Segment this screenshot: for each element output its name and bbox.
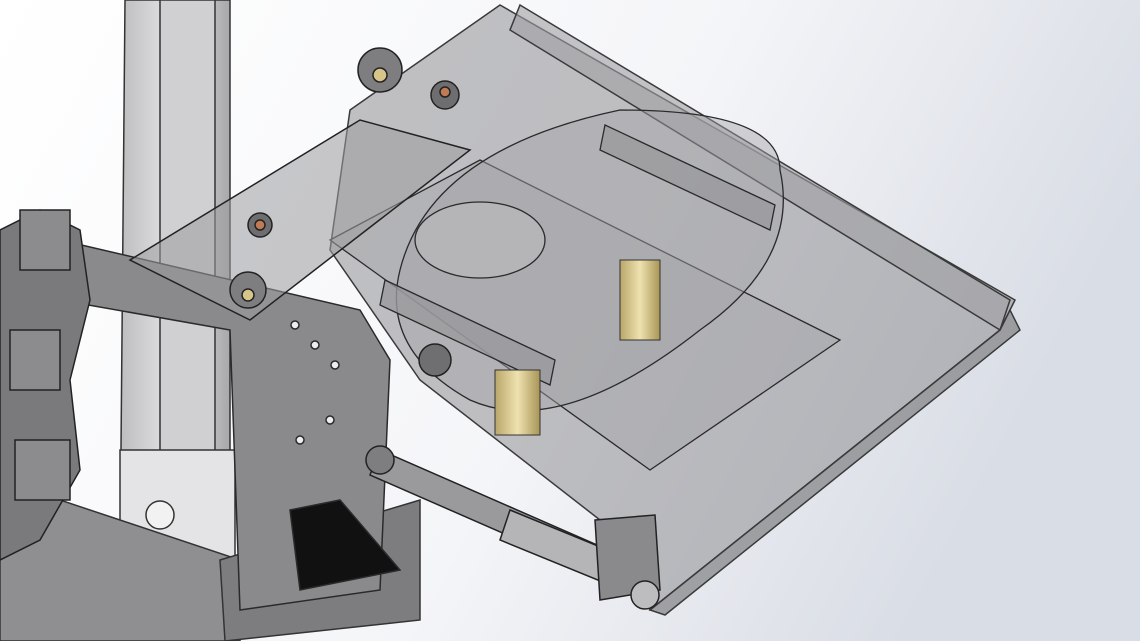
inner-plates [328,109,842,471]
upper-linkage [128,47,472,377]
transparent-tray [329,3,1021,616]
linear-actuator [365,445,661,610]
brass-bushings [494,259,661,436]
mounting-bracket [59,239,402,611]
cable-chain [0,209,91,561]
